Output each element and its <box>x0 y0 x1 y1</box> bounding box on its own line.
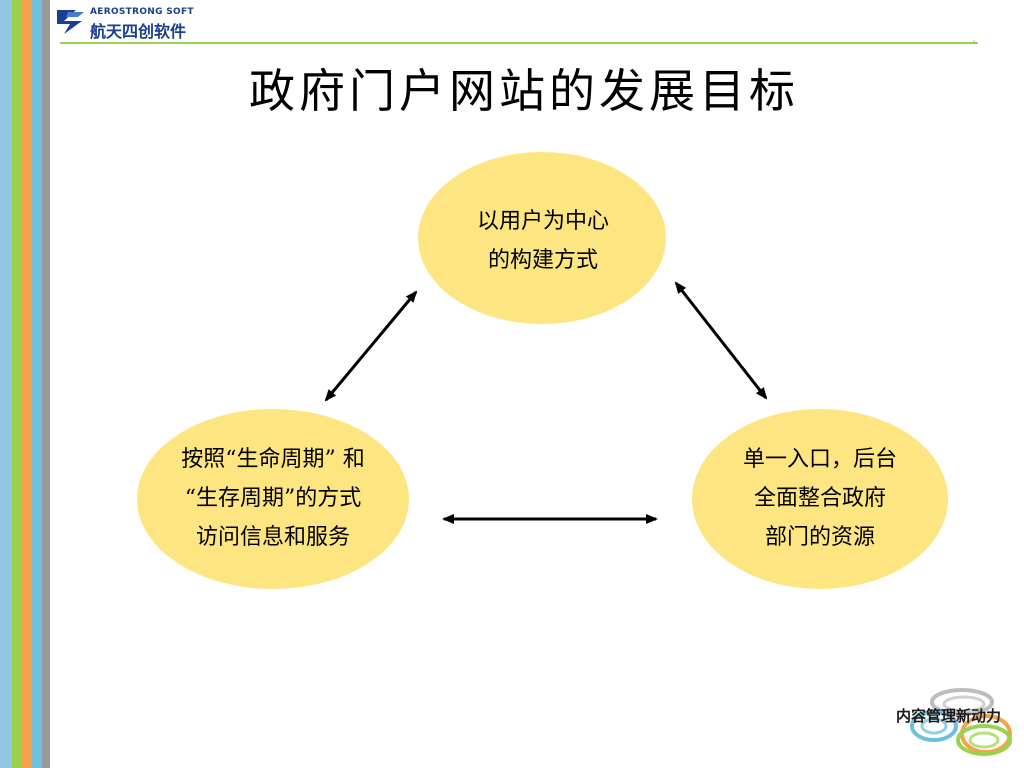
header-divider <box>60 42 978 44</box>
slide-title: 政府门户网站的发展目标 <box>249 64 799 118</box>
logo-mark-icon <box>57 10 84 34</box>
stripe-orange <box>22 0 32 768</box>
node-top-ellipse <box>418 152 666 324</box>
arrow-top-left <box>324 290 418 402</box>
stripe-blue <box>0 0 12 768</box>
stripe-green <box>12 0 22 768</box>
stripe-cyan <box>32 0 42 768</box>
company-logo: AEROSTRONG SOFT 航天四创软件 <box>54 4 214 41</box>
footer-swirl-icon <box>910 688 1012 756</box>
node-right-label: 单一入口，后台 全面整合政府 部门的资源 <box>742 447 897 550</box>
logo-chinese-name: 航天四创软件 <box>90 22 187 41</box>
node-right-ellipse <box>692 409 948 589</box>
node-left-label: 按照“生命周期” 和 “生存周期”的方式 访问信息和服务 <box>181 447 365 550</box>
header-chevron-icon: › <box>972 37 976 48</box>
stripe-gray <box>42 0 50 768</box>
node-top-label: 以用户为中心 的构建方式 <box>476 209 609 273</box>
arrow-top-right <box>674 281 768 400</box>
logo-english-name: AEROSTRONG SOFT <box>90 7 194 17</box>
side-stripes <box>0 0 50 768</box>
footer-tagline: 内容管理新动力 <box>896 707 1002 725</box>
node-left-ellipse <box>137 409 409 589</box>
